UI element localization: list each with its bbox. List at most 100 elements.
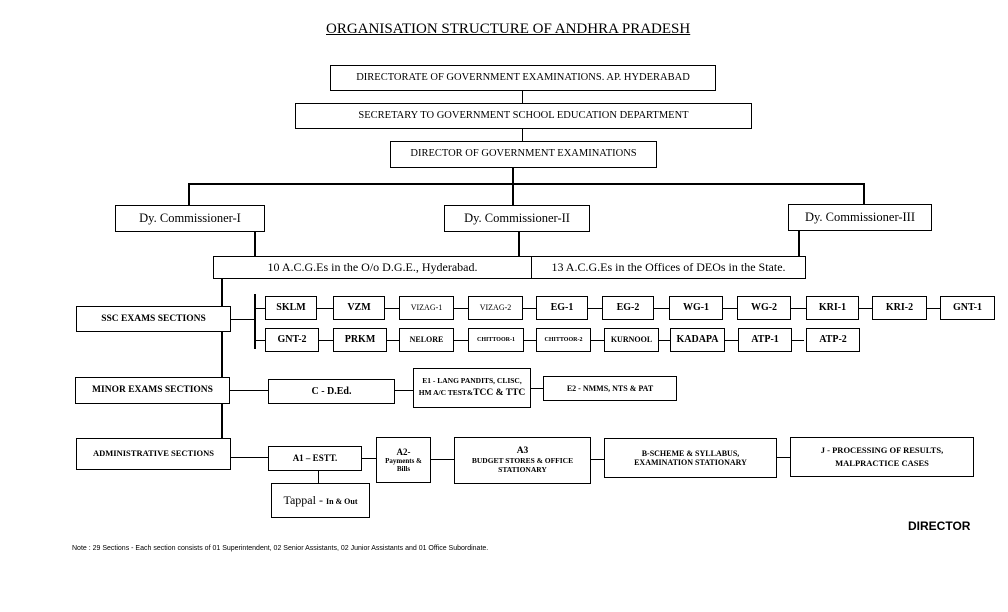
administrative-sections-label: ADMINISTRATIVE SECTIONS	[93, 448, 214, 459]
connector	[798, 231, 800, 256]
ssc-exams-sections-label: SSC EXAMS SECTIONS	[101, 313, 206, 324]
section-atp-1-label: ATP-1	[751, 334, 779, 346]
secretary-box: SECRETARY TO GOVERNMENT SCHOOL EDUCATION…	[295, 103, 752, 129]
section-e2-label: E2 - NMMS, NTS & PAT	[566, 383, 654, 393]
connector	[318, 471, 319, 483]
section-kri-2-label: KRI-2	[885, 302, 914, 314]
section-gnt-2-label: GNT-2	[277, 334, 307, 346]
connector	[231, 457, 268, 458]
connector	[777, 457, 790, 458]
section-prkm-box: PRKM	[333, 328, 387, 352]
connector	[362, 458, 376, 459]
director-box: DIRECTOR OF GOVERNMENT EXAMINATIONS	[390, 141, 657, 168]
section-a3-title: A3	[516, 446, 529, 457]
section-j-box: J - PROCESSING OF RESULTS, MALPRACTICE C…	[790, 437, 974, 477]
section-a2-line1: Payments &	[385, 457, 422, 466]
section-gnt-1-label: GNT-1	[952, 302, 983, 314]
section-c-ded-box: C - D.Ed.	[268, 379, 395, 404]
connector	[254, 294, 256, 349]
acges-right-box: 13 A.C.G.Es in the Offices of DEOs in th…	[531, 256, 806, 279]
section-vzm-box: VZM	[333, 296, 385, 320]
section-wg-1-label: WG-1	[682, 302, 710, 314]
section-eg-1-box: EG-1	[536, 296, 588, 320]
tappal-label: Tappal - In & Out	[283, 492, 358, 507]
dy-commissioner-1-box: Dy. Commissioner-I	[115, 205, 265, 232]
section-e1-line2: HM A/C TEST&TCC & TTC	[418, 388, 526, 399]
section-prkm-label: PRKM	[344, 334, 376, 346]
section-e2-box: E2 - NMMS, NTS & PAT	[543, 376, 677, 401]
section-vizag-1-box: VIZAG-1	[399, 296, 454, 320]
section-kurnool-box: KURNOOL	[604, 328, 659, 352]
section-vizag-2-box: VIZAG-2	[468, 296, 523, 320]
section-a3-box: A3 BUDGET STORES & OFFICE STATIONARY	[454, 437, 591, 484]
section-atp-2-label: ATP-2	[819, 334, 847, 346]
section-atp-2-box: ATP-2	[806, 328, 860, 352]
section-gnt-2-box: GNT-2	[265, 328, 319, 352]
tappal-box: Tappal - In & Out	[271, 483, 370, 518]
connector	[522, 129, 523, 141]
connector	[518, 232, 520, 256]
section-chittoor-2-label: CHITTOOR-2	[544, 336, 583, 343]
section-vzm-label: VZM	[347, 302, 371, 314]
section-kri-1-box: KRI-1	[806, 296, 859, 320]
connector	[863, 183, 865, 205]
section-a1-label: A1 – ESTT.	[292, 453, 338, 464]
connector	[522, 91, 523, 103]
section-chittoor-1-box: CHITTOOR-1	[468, 328, 524, 352]
secretary-label: SECRETARY TO GOVERNMENT SCHOOL EDUCATION…	[358, 109, 689, 121]
section-e1-box: E1 - LANG PANDITS, CLISC, HM A/C TEST&TC…	[413, 368, 531, 408]
section-nelore-box: NELORE	[399, 328, 454, 352]
acges-left-box: 10 A.C.G.Es in the O/o D.G.E., Hyderabad…	[213, 256, 532, 279]
section-b-line2: EXAMINATION STATIONARY	[634, 458, 747, 467]
director-signature: DIRECTOR	[908, 519, 971, 533]
section-vizag-2-label: VIZAG-2	[479, 303, 512, 313]
administrative-sections-box: ADMINISTRATIVE SECTIONS	[76, 438, 231, 470]
section-wg-2-box: WG-2	[737, 296, 791, 320]
section-nelore-label: NELORE	[409, 335, 444, 345]
section-kri-1-label: KRI-1	[818, 302, 847, 314]
section-a2-line2: Bills	[396, 465, 411, 474]
connector	[591, 459, 604, 460]
section-c-ded-label: C - D.Ed.	[311, 385, 352, 397]
section-sklm-box: SKLM	[265, 296, 317, 320]
connector	[230, 390, 268, 391]
section-kurnool-label: KURNOOL	[610, 335, 653, 345]
connector	[395, 390, 413, 391]
director-label: DIRECTOR OF GOVERNMENT EXAMINATIONS	[410, 148, 637, 160]
connector	[512, 168, 514, 205]
section-j-line1: J - PROCESSING OF RESULTS,	[820, 444, 944, 455]
section-sklm-label: SKLM	[276, 302, 306, 314]
section-a2-title: A2-	[396, 446, 411, 457]
ssc-exams-sections-box: SSC EXAMS SECTIONS	[76, 306, 231, 332]
section-kadapa-box: KADAPA	[670, 328, 725, 352]
section-kri-2-box: KRI-2	[872, 296, 927, 320]
connector	[431, 459, 454, 460]
dy-commissioner-3-box: Dy. Commissioner-III	[788, 204, 932, 231]
section-j-line2: MALPRACTICE CASES	[835, 457, 929, 468]
section-e1-line1: E1 - LANG PANDITS, CLISC,	[422, 375, 522, 385]
section-a3-line2: STATIONARY	[498, 464, 547, 474]
directorate-box: DIRECTORATE OF GOVERNMENT EXAMINATIONS. …	[330, 65, 716, 91]
section-chittoor-1-label: CHITTOOR-1	[477, 336, 515, 343]
dy-commissioner-2-label: Dy. Commissioner-II	[464, 211, 570, 226]
section-wg-2-label: WG-2	[750, 302, 778, 314]
section-chittoor-2-box: CHITTOOR-2	[536, 328, 591, 352]
directorate-label: DIRECTORATE OF GOVERNMENT EXAMINATIONS. …	[356, 71, 690, 83]
minor-exams-sections-label: MINOR EXAMS SECTIONS	[92, 385, 213, 396]
minor-exams-sections-box: MINOR EXAMS SECTIONS	[75, 377, 230, 404]
acges-left-label: 10 A.C.G.Es in the O/o D.G.E., Hyderabad…	[267, 259, 478, 274]
section-gnt-1-box: GNT-1	[940, 296, 995, 320]
chart-title: ORGANISATION STRUCTURE OF ANDHRA PRADESH	[326, 21, 691, 37]
section-wg-1-box: WG-1	[669, 296, 723, 320]
section-atp-1-box: ATP-1	[738, 328, 792, 352]
section-vizag-1-label: VIZAG-1	[410, 303, 443, 313]
section-eg-2-label: EG-2	[616, 302, 640, 314]
section-eg-2-box: EG-2	[602, 296, 654, 320]
connector	[188, 183, 190, 205]
connector	[254, 232, 256, 256]
acges-right-label: 13 A.C.G.Es in the Offices of DEOs in th…	[551, 259, 786, 274]
dy-commissioner-3-label: Dy. Commissioner-III	[804, 210, 916, 225]
dy-commissioner-2-box: Dy. Commissioner-II	[444, 205, 590, 232]
dy-commissioner-1-label: Dy. Commissioner-I	[139, 211, 241, 226]
